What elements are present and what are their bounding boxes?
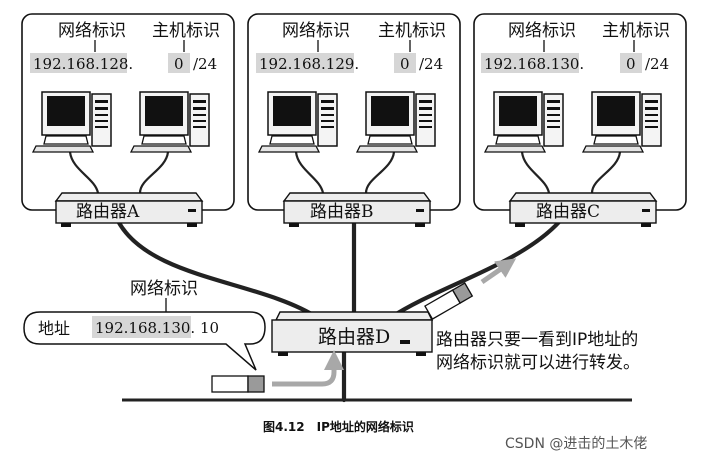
network-1-host-address: 0 (174, 55, 184, 73)
network-2-network-highlight (256, 53, 354, 73)
router-b-label: 路由器B (310, 202, 374, 222)
packet-icon (424, 282, 474, 320)
network-2-host-highlight (394, 53, 416, 73)
packet-icon (211, 375, 265, 393)
packet-host-address: 10 (200, 319, 219, 337)
packet-network-address: 192.168.130. (95, 319, 195, 337)
forward-arrow-icon (272, 350, 344, 387)
router-d-label: 路由器D (318, 326, 390, 348)
computer-icon (484, 91, 564, 153)
computer-icon (258, 91, 338, 153)
cable-pc4-router-b (364, 150, 396, 195)
network-2-host-address: 0 (400, 55, 410, 73)
explanation-line-1: 路由器只要一看到IP地址的 (436, 330, 638, 350)
network-2-prefix: /24 (419, 55, 443, 73)
network-1-network-address: 192.168.128. (33, 55, 133, 73)
computer-icon (32, 91, 112, 153)
network-1-host-label: 主机标识 (152, 21, 220, 41)
network-3-host-address: 0 (626, 55, 636, 73)
router-d-icon (271, 311, 434, 356)
cable-pc2-router-a (138, 150, 170, 195)
cable-pc5-router-c (520, 150, 551, 195)
network-3-network-highlight (481, 53, 579, 73)
packet-network-highlight (92, 316, 191, 338)
network-3-host-highlight (620, 53, 642, 73)
cable-router-a-router-d (115, 218, 321, 321)
computer-icon (356, 91, 436, 153)
computer-icon (130, 91, 210, 153)
network-3-network-address: 192.168.130. (484, 55, 584, 73)
computer-icon (582, 91, 662, 153)
cable-pc6-router-c (590, 150, 622, 195)
network-3-host-label: 主机标识 (602, 21, 670, 41)
packet-network-id-label: 网络标识 (130, 279, 198, 299)
cable-router-c-router-d (387, 218, 563, 321)
address-bubble (23, 311, 266, 371)
router-c-label: 路由器C (536, 202, 600, 222)
network-1-network-highlight (30, 53, 127, 73)
network-2-network-address: 192.168.129. (259, 55, 359, 73)
network-3-id-label: 网络标识 (508, 21, 576, 41)
figure-caption: 图4.12 IP地址的网络标识 (263, 419, 414, 434)
cable-pc1-router-a (68, 150, 100, 195)
network-3-prefix: /24 (645, 55, 669, 73)
watermark: CSDN @进击的土木佬 (505, 436, 647, 452)
cable-pc3-router-b (294, 150, 325, 195)
network-1-id-label: 网络标识 (58, 21, 126, 41)
forward-arrow-icon (480, 258, 517, 285)
explanation-line-2: 网络标识就可以进行转发。 (436, 353, 640, 373)
packet-address-label: 地址 (38, 319, 70, 338)
network-2-host-label: 主机标识 (378, 21, 446, 41)
network-2-id-label: 网络标识 (282, 21, 350, 41)
router-a-label: 路由器A (76, 202, 140, 222)
network-1-prefix: /24 (193, 55, 217, 73)
network-1-host-highlight (168, 53, 190, 73)
